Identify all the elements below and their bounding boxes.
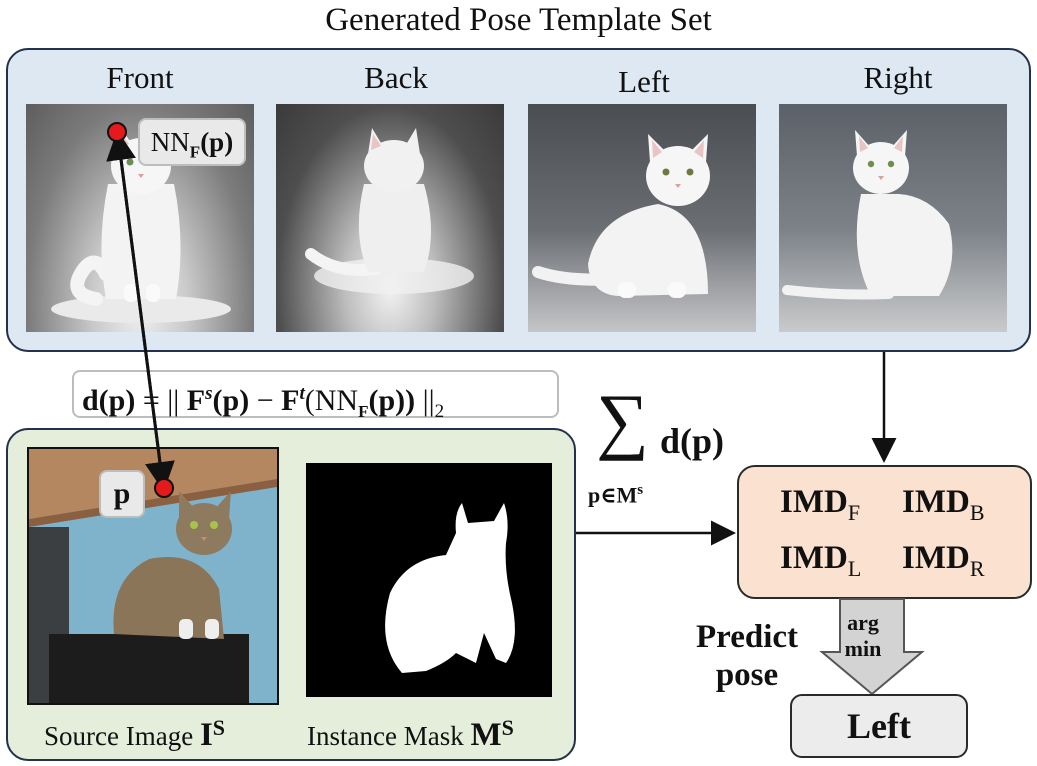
p-label: p [99, 470, 145, 518]
imd-front: IMDF [780, 484, 860, 526]
imd-right: IMDR [902, 540, 985, 582]
distance-formula: d(p) = || Fs(p) − Ft(NNF(p)) ||2 [72, 370, 559, 422]
predicted-pose-result: Left [790, 694, 968, 758]
sum-under-sup: s [637, 482, 644, 498]
formula-norm-sub: 2 [434, 401, 445, 422]
source-point [154, 478, 174, 498]
back-cat-illustration [305, 128, 474, 294]
predict-line1: Predict [695, 619, 798, 655]
right-cat-illustration [782, 130, 953, 300]
imd-box [737, 465, 1032, 599]
imd-left: IMDL [780, 540, 861, 582]
source-image [27, 447, 279, 705]
source-caption: Source Image IS [44, 715, 225, 754]
source-caption-symbol: I [199, 717, 213, 753]
imd-back: IMDB [902, 484, 985, 526]
imd-front-base: IMD [780, 484, 848, 520]
mask-caption-text: Instance Mask [307, 721, 471, 751]
pose-label-right: Right [863, 60, 933, 95]
predict-line2: pose [715, 657, 779, 693]
formula-nn-open: (NN [304, 384, 359, 417]
source-caption-text: Source Image [44, 721, 200, 751]
sum-term: d(p) [660, 421, 725, 461]
nn-point [107, 122, 127, 142]
formula-Ft: F [281, 384, 300, 417]
imd-left-base: IMD [780, 540, 848, 576]
argmin-arrow [819, 598, 925, 696]
left-cat-illustration [532, 134, 710, 298]
nn-label-sub: F [189, 142, 201, 162]
nn-label-base: NN [150, 127, 190, 157]
cat-silhouette [385, 503, 515, 673]
nn-label-arg: (p) [200, 127, 234, 157]
pose-label-left: Left [618, 64, 670, 99]
formula-lhs: d(p) [82, 384, 136, 417]
imd-right-sub: R [969, 556, 985, 581]
formula-Fs-sup: s [205, 383, 213, 404]
instance-mask-image [306, 463, 552, 697]
formula-Fs-arg: (p) [212, 384, 250, 417]
correspondence-arrow-down [116, 135, 175, 492]
sum-under: p∈M [588, 482, 638, 508]
sum-subscript: p∈Ms [588, 482, 643, 508]
left-template-image [528, 104, 756, 332]
source-cat-illustration [29, 449, 277, 703]
mask-caption-sup: S [501, 715, 514, 740]
formula-norm-open: || [167, 384, 180, 417]
imd-back-base: IMD [902, 484, 970, 520]
back-template-image [276, 104, 504, 332]
pose-label-front: Front [106, 60, 174, 95]
argmin-line1: arg [847, 610, 879, 635]
formula-nn-arg: (p)) [368, 384, 416, 417]
nn-label: NNF(p) [138, 118, 246, 166]
source-caption-sup: S [212, 715, 226, 740]
formula-minus: − [256, 384, 274, 417]
argmin-line2: min [844, 636, 882, 661]
sum-symbol: ∑ [596, 380, 649, 462]
formula-Ft-sup: t [299, 383, 305, 404]
imd-right-base: IMD [902, 540, 970, 576]
predict-pose-label: Predict pose [682, 618, 812, 694]
mask-caption: Instance Mask MS [307, 715, 514, 754]
right-template-image [779, 104, 1007, 332]
mask-caption-symbol: M [470, 717, 502, 753]
imd-back-sub: B [969, 500, 985, 525]
imd-left-sub: L [847, 556, 862, 581]
argmin-label: arg min [832, 610, 894, 662]
figure-title: Generated Pose Template Set [325, 2, 712, 38]
imd-front-sub: F [847, 500, 861, 525]
formula-Fs: F [186, 384, 206, 417]
pose-label-back: Back [364, 60, 428, 95]
formula-nn-sub: F [358, 402, 369, 421]
formula-norm-close: || [422, 384, 435, 417]
